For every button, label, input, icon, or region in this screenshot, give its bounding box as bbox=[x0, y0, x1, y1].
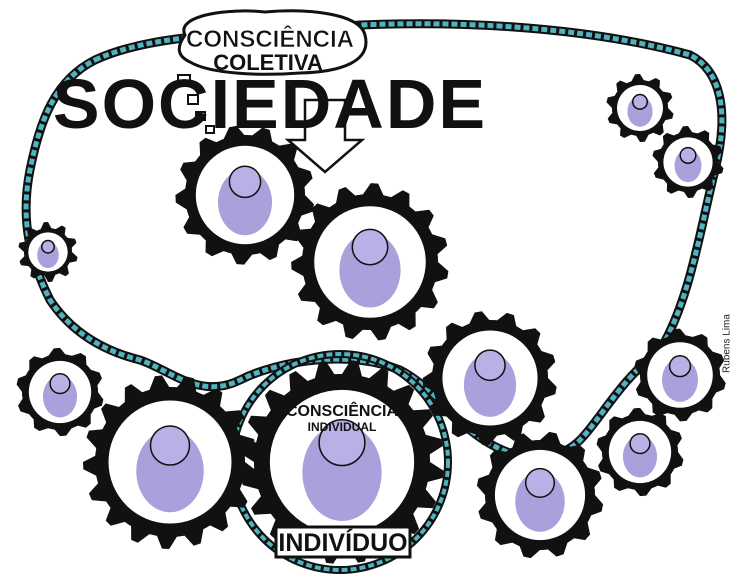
credit-text: Rubens Lima bbox=[721, 314, 733, 373]
center-arc-line-1: CONSCIÊNCIA bbox=[286, 401, 398, 420]
gear-man-headphones bbox=[83, 375, 257, 549]
gear-top-right-2 bbox=[652, 126, 724, 198]
figure-head bbox=[679, 146, 697, 164]
credit: Rubens Lima bbox=[720, 300, 734, 390]
gear-punk bbox=[476, 431, 604, 559]
gear-girl-right bbox=[596, 407, 684, 497]
figure-head bbox=[474, 349, 506, 382]
gear-woman-left bbox=[16, 347, 104, 437]
gear-couple bbox=[422, 311, 557, 446]
gear-center-individuo bbox=[240, 360, 444, 564]
figure-head bbox=[49, 373, 71, 395]
figure-head bbox=[524, 467, 556, 498]
bubble-line-1: CONSCIÊNCIA bbox=[186, 25, 354, 53]
figure-head bbox=[351, 228, 389, 266]
figure-head bbox=[318, 419, 366, 467]
figure-head bbox=[41, 239, 55, 254]
gear-small-left bbox=[18, 222, 78, 282]
center-label: INDIVÍDUO bbox=[278, 528, 407, 557]
figure-head bbox=[228, 165, 262, 199]
speech-bubble bbox=[177, 9, 368, 134]
gear-child bbox=[291, 183, 449, 341]
figure-head bbox=[631, 93, 649, 110]
gear-embryo bbox=[175, 125, 314, 265]
center-label-box bbox=[274, 525, 412, 559]
down-arrow bbox=[284, 98, 366, 174]
gear-woman-right bbox=[634, 328, 726, 422]
figure-head bbox=[149, 425, 191, 466]
center-arc-line-2: INDIVIDUAL bbox=[308, 420, 377, 434]
figure-head bbox=[668, 355, 692, 378]
figure-head bbox=[629, 433, 651, 455]
page-title: SOCIEDADE bbox=[53, 65, 487, 143]
bubble-line-2: COLETIVA bbox=[213, 50, 323, 75]
gear-top-right-1 bbox=[606, 74, 674, 142]
